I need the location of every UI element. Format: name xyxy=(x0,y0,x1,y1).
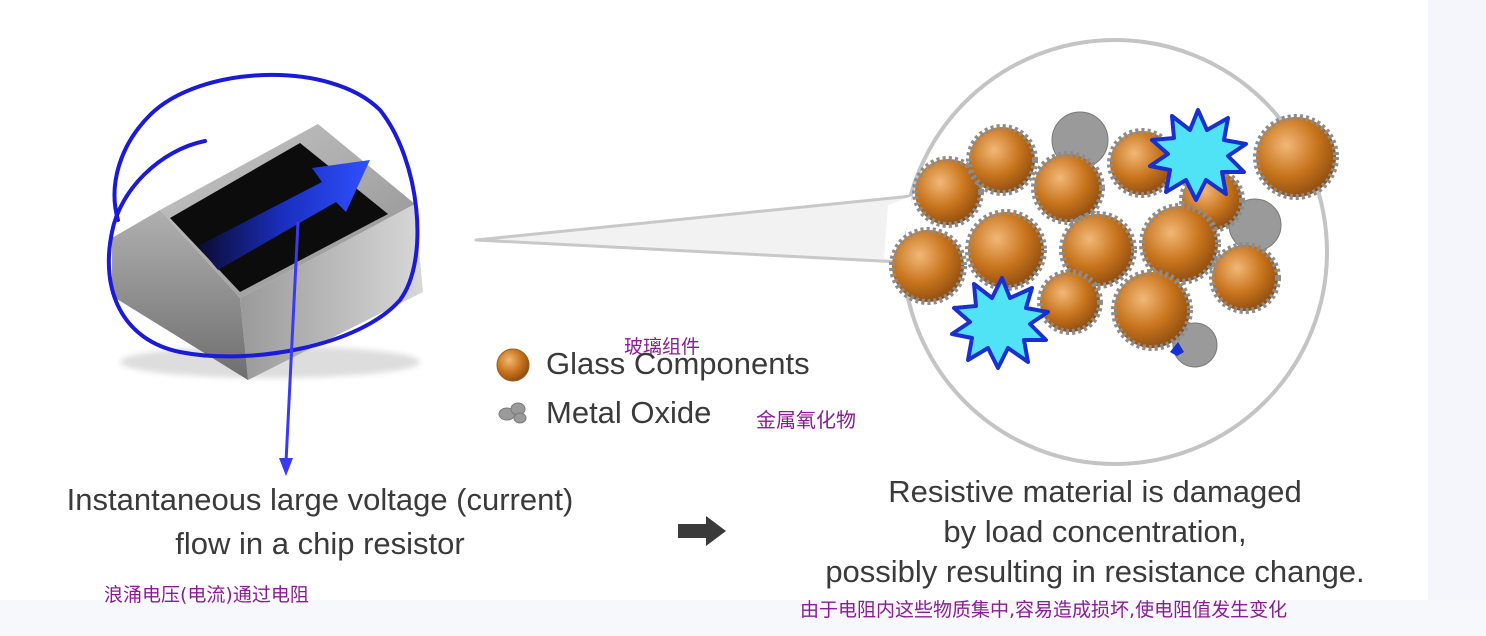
left-caption-line1: Instantaneous large voltage (current) xyxy=(66,482,574,517)
damage-burst-top xyxy=(1148,108,1248,202)
right-caption-line3: possibly resulting in resistance change. xyxy=(825,554,1365,589)
oxide-label-cn: 金属氧化物 xyxy=(756,408,856,432)
page-edge-strip xyxy=(1428,0,1486,636)
damage-burst-small xyxy=(1170,342,1184,356)
left-caption-line2: flow in a chip resistor xyxy=(175,526,465,561)
right-caption-line2: by load concentration, xyxy=(943,514,1247,549)
right-caption-line1: Resistive material is damaged xyxy=(888,474,1302,509)
glass-label-cn: 玻璃组件 xyxy=(624,336,701,358)
transition-arrow xyxy=(678,516,726,546)
damage-burst-bottom xyxy=(950,276,1050,370)
particle-cluster xyxy=(889,111,1339,368)
left-caption-cn: 浪涌电压(电流)通过电阻 xyxy=(104,584,309,606)
chip-resistor xyxy=(112,124,423,380)
current-flow-arrow xyxy=(198,160,370,270)
glass-legend-marker xyxy=(496,348,530,382)
annotation-pointer-arrow xyxy=(279,221,300,476)
page-bottom-strip xyxy=(0,600,1486,636)
right-caption: Resistive material is damaged by load co… xyxy=(760,472,1430,592)
right-caption-cn: 由于电阻内这些物质集中,容易造成损坏,使电阻值发生变化 xyxy=(800,599,1288,621)
left-caption: Instantaneous large voltage (current) fl… xyxy=(0,478,640,566)
glass-legend-label: Glass Components xyxy=(546,346,810,381)
annotation-circle xyxy=(106,72,420,359)
oxide-legend-label: Metal Oxide xyxy=(546,395,712,430)
oxide-legend-marker xyxy=(498,402,527,424)
